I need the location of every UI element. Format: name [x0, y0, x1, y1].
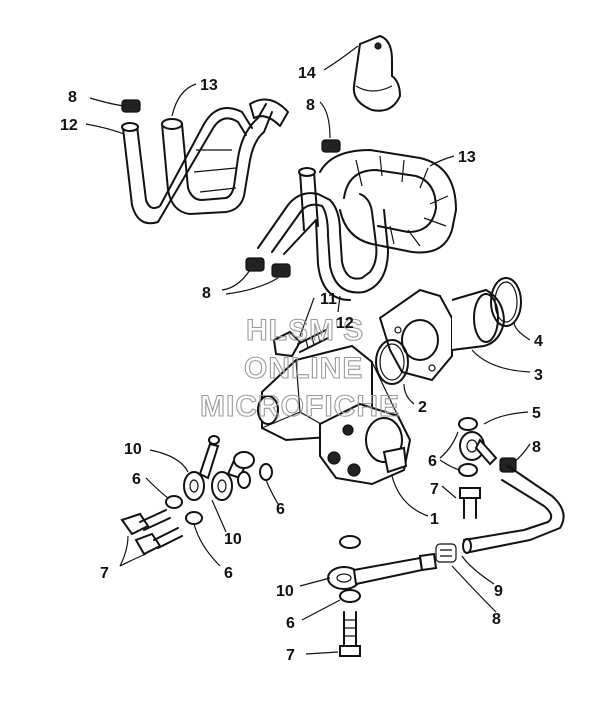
callout-8-top-center: 8 [306, 97, 315, 114]
bracket-14 [352, 34, 402, 112]
banjo-fitting-center-10 [211, 451, 255, 501]
callout-7-right: 7 [430, 481, 439, 498]
callout-8-bottom: 8 [492, 611, 501, 628]
callout-1: 1 [430, 511, 439, 528]
callout-13-top-left: 13 [200, 77, 218, 94]
callout-12-top-left: 12 [60, 117, 78, 134]
callout-11: 11 [320, 291, 337, 308]
hose-right-13 [319, 149, 457, 254]
clamp-top-left [121, 99, 141, 113]
o-ring-2 [375, 339, 409, 385]
callout-8-mid-left: 8 [202, 285, 211, 302]
callout-6-bottom: 6 [286, 615, 295, 632]
callout-10-left: 10 [124, 441, 142, 458]
callout-4: 4 [534, 333, 543, 350]
watermark-line-1: HLSM'S [246, 314, 364, 347]
hose-9 [462, 465, 565, 554]
clamp-mid-left [245, 257, 291, 278]
banjo-fitting-bottom-10 [327, 552, 438, 590]
callout-8-top-left: 8 [68, 89, 77, 106]
callout-3: 3 [534, 367, 543, 384]
callout-8-right: 8 [532, 439, 541, 456]
callout-6-center: 6 [276, 501, 285, 518]
hose-center-12 [257, 167, 389, 301]
o-ring-4 [490, 277, 522, 327]
bolt-11 [272, 329, 329, 358]
callout-7-bottom: 7 [286, 647, 295, 664]
callout-labels: 8 12 13 14 8 13 8 11 12 4 3 2 5 8 6 7 1 … [60, 65, 543, 664]
callout-9: 9 [494, 583, 503, 600]
thermostat-housing-3 [378, 288, 506, 382]
clamp-bottom [435, 543, 457, 563]
callout-2: 2 [418, 399, 427, 416]
watermark-line-3: MICROFICHE [200, 390, 400, 423]
callout-12-center: 12 [336, 315, 354, 332]
callout-13-right: 13 [458, 149, 476, 166]
fitting-5 [459, 431, 498, 466]
banjo-fitting-left-10 [183, 435, 220, 501]
callout-5: 5 [532, 405, 541, 422]
bolts-7 [120, 487, 481, 657]
watermark: HLSM'S ONLINE MICROFICHE [199, 313, 400, 423]
callout-6-lower-left: 6 [224, 565, 233, 582]
callout-7-left: 7 [100, 565, 109, 582]
callout-10-bottom: 10 [276, 583, 294, 600]
watermark-line-2: ONLINE [244, 352, 363, 385]
callout-6-left: 6 [132, 471, 141, 488]
callout-6-right: 6 [428, 453, 437, 470]
oil-pump-1 [257, 344, 412, 486]
hose-left-13 [161, 98, 289, 215]
hose-left-12 [121, 107, 253, 225]
clamp-top-center [321, 139, 341, 153]
leader-lines [85, 45, 531, 655]
callout-10-center: 10 [224, 531, 242, 548]
callout-14: 14 [298, 65, 316, 82]
